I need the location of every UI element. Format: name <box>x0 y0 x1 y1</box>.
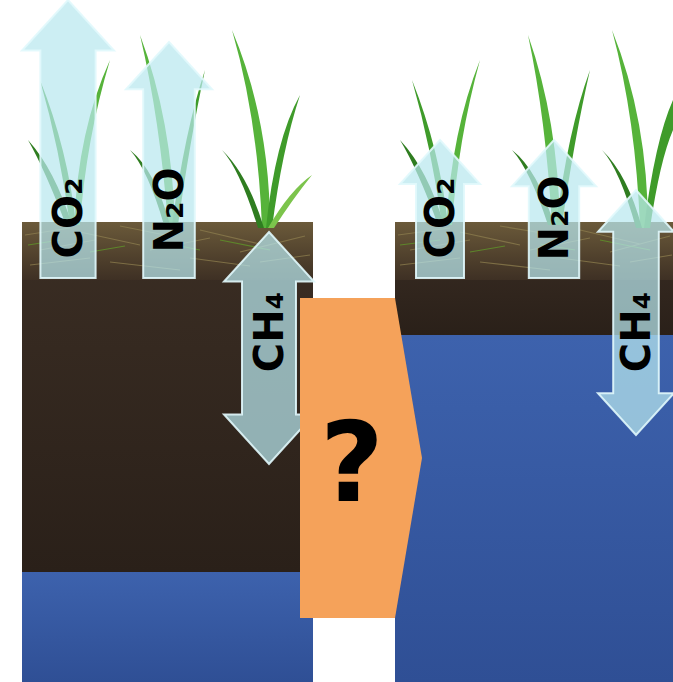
question-arrow: ? <box>300 298 422 618</box>
gas-label: CH₄ <box>249 292 289 372</box>
arrow-outline <box>126 42 212 278</box>
gas-label: CO₂ <box>420 178 460 259</box>
arrow-outline <box>300 298 422 618</box>
arrow-outline <box>400 140 480 278</box>
arrow-outline <box>598 190 673 435</box>
arrow-outline <box>22 0 114 278</box>
gas-flux-arrow: CO₂ <box>22 0 114 278</box>
gas-label: N₂O <box>534 176 574 261</box>
gas-flux-arrow: CH₄ <box>598 190 673 435</box>
gas-label: CO₂ <box>48 178 88 259</box>
gas-label: N₂O <box>149 168 189 253</box>
gas-flux-arrow: CO₂ <box>400 140 480 278</box>
gas-flux-arrow: N₂O <box>512 140 596 278</box>
question-mark: ? <box>320 408 384 518</box>
left-soil-panel <box>22 222 313 682</box>
gas-flux-arrow: N₂O <box>126 42 212 278</box>
arrow-outline <box>512 140 596 278</box>
gas-label: CH₄ <box>616 292 656 372</box>
